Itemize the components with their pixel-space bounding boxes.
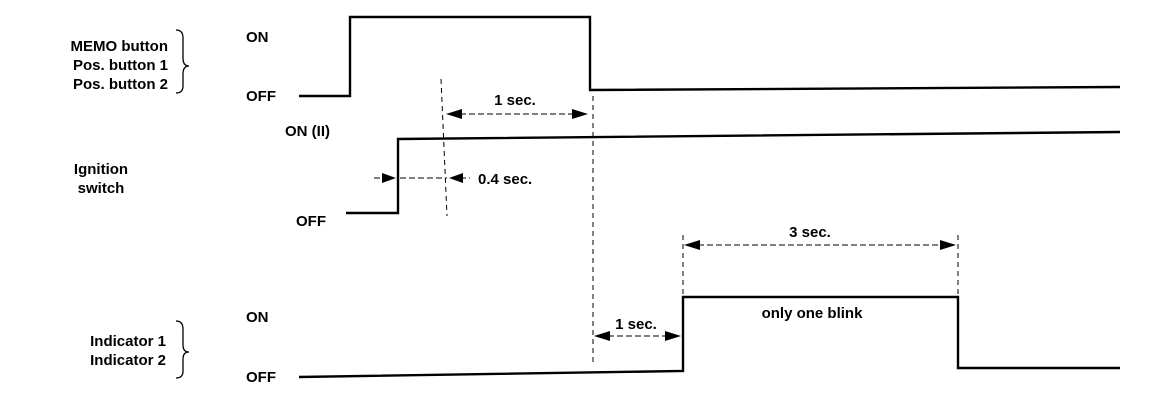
indicator-signal-group: Indicator 1 Indicator 2 ON OFF only one … bbox=[90, 295, 1120, 386]
ignition-delay-arrow-left bbox=[382, 173, 396, 183]
memo-waveform bbox=[299, 15, 1121, 98]
indicator-delay-arrow-left bbox=[594, 331, 610, 341]
ignition-on-label: ON (II) bbox=[285, 123, 330, 140]
ignition-name-line-2: switch bbox=[78, 180, 125, 197]
ignition-waveform bbox=[346, 130, 1121, 215]
indicator-duration-arrow-right bbox=[940, 240, 956, 250]
memo-signal-group: MEMO button Pos. button 1 Pos. button 2 … bbox=[71, 15, 1121, 105]
memo-on-label: ON bbox=[246, 29, 269, 46]
memo-hold-dimension: 1 sec. bbox=[446, 92, 588, 119]
memo-name-line-2: Pos. button 1 bbox=[73, 57, 168, 74]
indicator-delay-dimension: 1 sec. bbox=[594, 316, 681, 341]
ignition-delay-arrow-right bbox=[449, 173, 463, 183]
indicator-delay-arrow-right bbox=[665, 331, 681, 341]
indicator-duration-label: 3 sec. bbox=[789, 224, 831, 241]
ignition-name-line-1: Ignition bbox=[74, 161, 128, 178]
memo-name-line-3: Pos. button 2 bbox=[73, 76, 168, 93]
memo-hold-arrow-left bbox=[446, 109, 462, 119]
indicator-name-line-2: Indicator 2 bbox=[90, 352, 166, 369]
memo-off-label: OFF bbox=[246, 88, 276, 105]
indicator-brace bbox=[175, 320, 190, 379]
indicator-delay-label: 1 sec. bbox=[615, 316, 657, 333]
indicator-name-line-1: Indicator 1 bbox=[90, 333, 166, 350]
indicator-duration-arrow-left bbox=[684, 240, 700, 250]
memo-hold-label: 1 sec. bbox=[494, 92, 536, 109]
ignition-delay-label: 0.4 sec. bbox=[478, 171, 532, 188]
indicator-on-label: ON bbox=[246, 309, 269, 326]
reference-lines bbox=[440, 78, 959, 366]
ignition-delay-dimension: 0.4 sec. bbox=[374, 171, 532, 188]
memo-name-line-1: MEMO button bbox=[71, 38, 168, 55]
indicator-off-label: OFF bbox=[246, 369, 276, 386]
memo-brace bbox=[175, 29, 190, 94]
ref-line-0-4sec bbox=[440, 78, 448, 217]
blink-note: only one blink bbox=[762, 305, 863, 322]
indicator-waveform bbox=[298, 295, 1120, 379]
ignition-signal-group: Ignition switch ON (II) OFF bbox=[74, 123, 1121, 230]
memo-hold-arrow-right bbox=[572, 109, 588, 119]
indicator-duration-dimension: 3 sec. bbox=[684, 224, 956, 250]
ignition-off-label: OFF bbox=[296, 213, 326, 230]
